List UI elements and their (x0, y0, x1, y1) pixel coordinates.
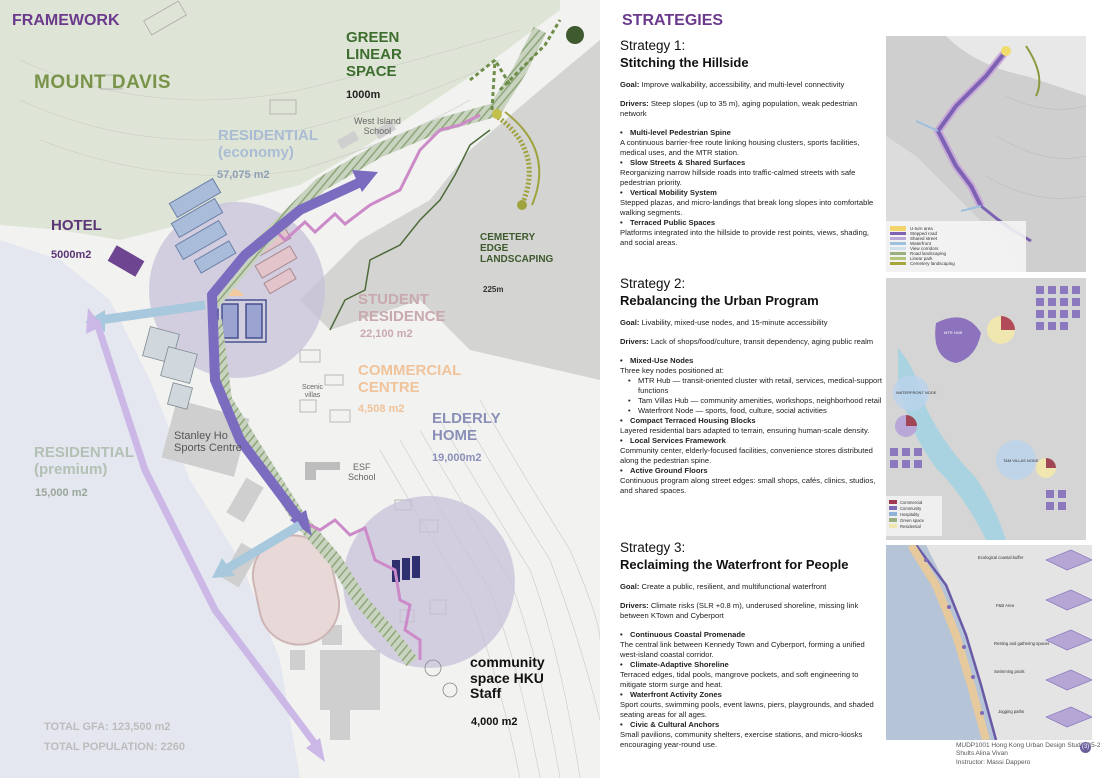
cemetery-edge-arc (493, 112, 532, 206)
framework-title: FRAMEWORK (12, 12, 120, 29)
node-tam-villas: TAM VILLAS NODE (1003, 458, 1039, 463)
cemetery-length: 225m (483, 285, 504, 294)
strategy-title: Rebalancing the Urban Program (620, 292, 819, 308)
mount-davis-label: MOUNT DAVIS (34, 72, 172, 93)
hotel-area: 5000m2 (51, 249, 92, 261)
strategy-2-map-thumbnail: MTR HUB WATERFRONT NODE TAM VILLAS NODE … (886, 278, 1086, 540)
footer-credits: MUDP1001 Hong Kong Urban Design Studio 2… (956, 742, 1100, 766)
stepped-route-south (299, 518, 422, 660)
strategy-drivers: Drivers: Climate risks (SLR +0.8 m), und… (620, 600, 859, 620)
node-circle-tam-villas (343, 496, 515, 668)
label-ecological-buffer: Ecological coastal buffer (978, 555, 1024, 560)
residential-premium-label: RESIDENTIAL (premium) (34, 444, 135, 478)
legend-shared-street: Shared street (910, 236, 938, 241)
label-resting-spaces: Resting and gathering spaces (994, 641, 1049, 646)
legend-residential: Residential (900, 524, 921, 529)
strategy-1-block: Strategy 1: Stitching the Hillside Goal:… (620, 38, 882, 248)
strategy-title: Stitching the Hillside (620, 54, 749, 70)
strategy-point: Mixed-Use Nodes Three key nodes position… (620, 356, 882, 416)
total-gfa: TOTAL GFA: 123,500 m2 (44, 721, 171, 733)
strategies-panel: STRATEGIES Strategy 1: Stitching the Hil… (600, 0, 1100, 778)
strategies-heading: STRATEGIES (622, 12, 724, 29)
cemetery-area (300, 40, 600, 380)
waterfront-promenade-arrow (92, 318, 319, 748)
strategy-goal: Goal: Improve walkability, accessibility… (620, 79, 845, 89)
legend-view-corridors: View corridors (910, 246, 939, 251)
site-plan-drawing (0, 0, 600, 778)
strategy-drivers: Drivers: Lack of shops/food/culture, tra… (620, 336, 874, 346)
pedestrian-spine-arrow (207, 175, 370, 300)
green-linear-length: 1000m (346, 89, 381, 101)
community-space-label: community space HKU Staff (470, 654, 545, 702)
view-corridor-arrow-west (99, 300, 206, 325)
strategy-2-block: Strategy 2: Rebalancing the Urban Progra… (620, 276, 882, 496)
residential-economy-area: 57,075 m2 (217, 169, 270, 181)
view-corridor-arrow-south (222, 521, 303, 574)
green-linear-endpoint-dot (566, 26, 584, 44)
strategy-goal: Goal: Livability, mixed-use nodes, and 1… (620, 317, 828, 327)
hotel-block (107, 245, 145, 277)
label-jogging-paths: Jogging paths (998, 709, 1024, 714)
commercial-centre-label: COMMERCIAL CENTRE (358, 362, 462, 396)
strategy-title: Reclaiming the Waterfront for People (620, 556, 849, 572)
strategy-3-map-thumbnail: Ecological coastal buffer F&B Area Resti… (886, 545, 1092, 740)
economy-residential-blocks (168, 177, 237, 274)
hotel-label: HOTEL (51, 217, 102, 234)
cemetery-label: CEMETERY EDGE LANDSCAPING (480, 232, 554, 266)
community-space-area: 4,000 m2 (471, 716, 518, 728)
strategy-point: Slow Streets & Shared SurfacesReorganizi… (620, 158, 882, 188)
label-swimming-pools: Swimming pools (994, 669, 1025, 674)
legend-cemetery-landscaping: Cemetery landscaping (910, 261, 955, 266)
strategy-drivers: Drivers: Steep slopes (up to 35 m), agin… (620, 98, 858, 118)
commercial-centre-area: 4,508 m2 (358, 403, 405, 415)
legend-linear-park: Linear park (910, 256, 933, 261)
stepped-route-north (254, 113, 481, 247)
residential-premium-area: 15,000 m2 (35, 487, 88, 499)
legend-green-space: Green space (900, 518, 925, 523)
total-population: TOTAL POPULATION: 2260 (44, 741, 185, 753)
mount-davis-green-area (0, 0, 560, 240)
strategy-goal: Goal: Create a public, resilient, and mu… (620, 581, 827, 591)
legend-waterfront: Waterfront (910, 241, 932, 246)
strategy-1-map-thumbnail: U-turn area Stepped road Shared street W… (886, 36, 1086, 272)
label-fb-area: F&B Area (996, 603, 1015, 608)
legend-road-landscaping: Road landscaping (910, 251, 947, 256)
elderly-home-label: ELDERLY HOME (432, 410, 501, 444)
strategy-number: Strategy 3: (620, 540, 686, 555)
green-linear-space-label: GREEN LINEAR SPACE (346, 29, 402, 80)
strategy-number: Strategy 2: (620, 276, 686, 291)
page-number-badge: (3) (1080, 742, 1091, 753)
student-residence-area: 22,100 m2 (360, 328, 413, 340)
strategy-number: Strategy 1: (620, 38, 686, 53)
node-waterfront: WATERFRONT NODE (896, 390, 937, 395)
node-mtr-hub: MTR HUB (944, 330, 963, 335)
legend-hospitality: Hospitality (900, 512, 920, 517)
legend-commercial: Commercial (900, 500, 922, 505)
legend-stepped-road: Stepped road (910, 231, 938, 236)
sea-area (0, 240, 300, 778)
legend-community: Community (900, 506, 922, 511)
legend-u-turn: U-turn area (910, 226, 933, 231)
elderly-home-area: 19,000m2 (432, 452, 482, 464)
residential-economy-label: RESIDENTIAL (economy) (218, 127, 319, 161)
premium-residential-blocks (142, 326, 198, 410)
strategy-3-block: Strategy 3: Reclaiming the Waterfront fo… (620, 540, 882, 750)
framework-map: FRAMEWORK MOUNT DAVIS GREEN LINEAR SPACE… (0, 0, 600, 778)
student-residence-label: STUDENT RESIDENCE (358, 291, 446, 325)
